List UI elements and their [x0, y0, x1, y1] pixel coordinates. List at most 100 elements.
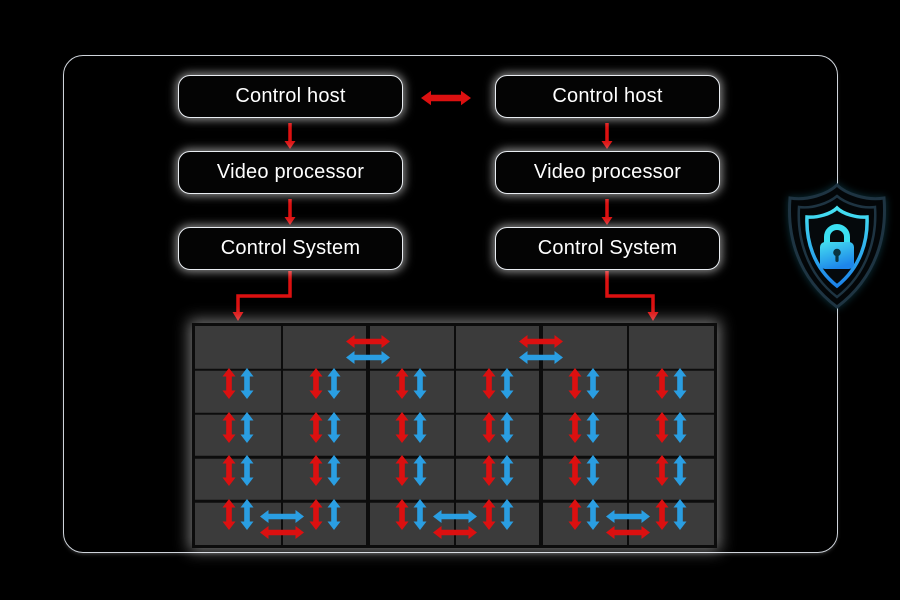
leftright-signal-arrows-bottom: [432, 510, 477, 539]
blue-updown-arrow: [413, 455, 427, 487]
blue-updown-arrow: [500, 455, 514, 487]
video-wall-grid: [192, 323, 717, 548]
red-updown-arrow: [309, 367, 323, 399]
red-updown-arrow: [482, 411, 496, 443]
node-control-system-left: Control System: [178, 227, 403, 270]
node-control-system-right: Control System: [495, 227, 720, 270]
red-updown-arrow: [482, 455, 496, 487]
node-label: Control System: [220, 237, 361, 259]
red-updown-arrow: [655, 411, 669, 443]
wall-grid-line-horizontal: [195, 499, 714, 503]
wall-grid-line-horizontal: [195, 456, 714, 459]
blue-updown-arrow: [240, 367, 254, 399]
updown-signal-arrows: [309, 411, 341, 443]
blue-updown-arrow: [500, 499, 514, 531]
updown-signal-arrows: [395, 411, 427, 443]
updown-signal-arrows: [655, 499, 687, 531]
updown-signal-arrows: [222, 411, 254, 443]
lock-keyhole-stem: [835, 254, 839, 262]
shield-lock-icon: [788, 182, 886, 309]
wall-grid-line-vertical: [366, 326, 370, 545]
wall-grid-line-vertical: [539, 326, 543, 545]
leftright-signal-arrows-bottom: [259, 510, 304, 539]
updown-signal-arrows: [222, 499, 254, 531]
leftright-signal-arrows-bottom: [605, 510, 650, 539]
red-updown-arrow: [482, 499, 496, 531]
updown-signal-arrows: [309, 455, 341, 487]
blue-updown-arrow: [586, 499, 600, 531]
blue-updown-arrow: [673, 367, 687, 399]
node-label: Video processor: [533, 161, 682, 183]
red-updown-arrow: [309, 411, 323, 443]
blue-leftright-arrow: [605, 510, 650, 523]
updown-signal-arrows: [395, 455, 427, 487]
node-label: Video processor: [216, 161, 365, 183]
red-leftright-arrow: [259, 526, 304, 539]
node-video-processor-left: Video processor: [178, 151, 403, 194]
updown-signal-arrows: [222, 367, 254, 399]
blue-updown-arrow: [673, 455, 687, 487]
updown-signal-arrows: [395, 499, 427, 531]
wall-grid-line-horizontal: [195, 368, 714, 372]
blue-updown-arrow: [327, 455, 341, 487]
node-label: Control host: [552, 85, 663, 107]
node-control-host-left: Control host: [178, 75, 403, 118]
blue-updown-arrow: [586, 411, 600, 443]
wall-grid-line-vertical: [626, 326, 629, 545]
blue-updown-arrow: [327, 411, 341, 443]
updown-signal-arrows: [655, 411, 687, 443]
updown-signal-arrows: [568, 367, 600, 399]
red-updown-arrow: [395, 411, 409, 443]
blue-updown-arrow: [240, 499, 254, 531]
updown-signal-arrows: [309, 367, 341, 399]
blue-updown-arrow: [327, 499, 341, 531]
red-updown-arrow: [309, 455, 323, 487]
shield-mid-outline: [797, 194, 877, 299]
blue-updown-arrow: [586, 455, 600, 487]
leftright-signal-arrows-top: [519, 335, 563, 364]
blue-leftright-arrow: [259, 510, 304, 523]
red-updown-arrow: [222, 455, 236, 487]
lock-shackle: [824, 224, 850, 244]
node-video-processor-right: Video processor: [495, 151, 720, 194]
wall-grid-line-vertical: [280, 326, 283, 545]
updown-signal-arrows: [482, 455, 514, 487]
updown-signal-arrows: [482, 499, 514, 531]
red-leftright-arrow: [605, 526, 650, 539]
leftright-signal-arrows-top: [346, 335, 390, 364]
blue-updown-arrow: [673, 411, 687, 443]
red-updown-arrow: [482, 367, 496, 399]
updown-signal-arrows: [482, 367, 514, 399]
red-updown-arrow: [395, 367, 409, 399]
updown-signal-arrows: [482, 411, 514, 443]
updown-signal-arrows: [309, 499, 341, 531]
blue-updown-arrow: [413, 367, 427, 399]
red-updown-arrow: [568, 499, 582, 531]
blue-updown-arrow: [500, 367, 514, 399]
blue-updown-arrow: [586, 367, 600, 399]
red-updown-arrow: [655, 455, 669, 487]
red-leftright-arrow: [346, 335, 390, 348]
updown-signal-arrows: [568, 411, 600, 443]
red-leftright-arrow: [432, 526, 477, 539]
updown-signal-arrows: [655, 455, 687, 487]
node-label: Control System: [537, 237, 678, 259]
blue-updown-arrow: [413, 411, 427, 443]
blue-updown-arrow: [327, 367, 341, 399]
lock-keyhole: [833, 248, 841, 257]
red-updown-arrow: [395, 455, 409, 487]
wall-grid-line-horizontal: [195, 412, 714, 415]
updown-signal-arrows: [568, 499, 600, 531]
red-updown-arrow: [568, 411, 582, 443]
red-updown-arrow: [395, 499, 409, 531]
red-updown-arrow: [309, 499, 323, 531]
node-label: Control host: [235, 85, 346, 107]
red-updown-arrow: [222, 499, 236, 531]
updown-signal-arrows: [395, 367, 427, 399]
blue-leftright-arrow: [346, 351, 390, 364]
red-updown-arrow: [568, 455, 582, 487]
blue-updown-arrow: [240, 411, 254, 443]
red-updown-arrow: [568, 367, 582, 399]
blue-updown-arrow: [240, 455, 254, 487]
